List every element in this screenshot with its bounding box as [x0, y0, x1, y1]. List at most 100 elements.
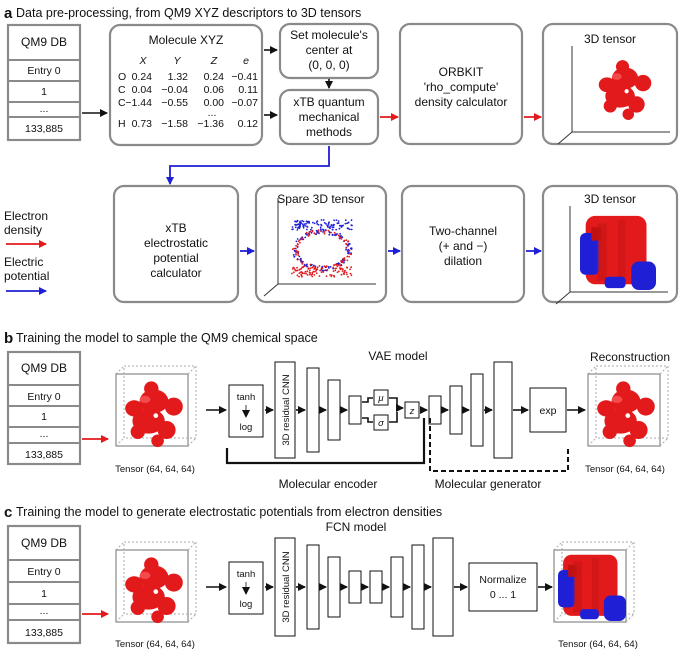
x-cell: −1.44 — [125, 97, 152, 109]
box-line: electrostatic — [144, 236, 208, 250]
reconstruction-tensor: Tensor (64, 64, 64) — [585, 365, 669, 475]
fcn-layer — [348, 570, 362, 604]
sparse-tensor-box: Spare 3D tensor — [254, 184, 388, 304]
z-cell: 0.00 — [204, 97, 225, 109]
sigma-label: σ — [378, 418, 385, 429]
encoder-label: Molecular encoder — [279, 477, 378, 491]
fcn-layer — [369, 570, 383, 604]
db-entry: 1 — [41, 86, 47, 98]
panel-c-title: Training the model to generate electrost… — [16, 505, 442, 519]
orbkit-box: ORBKIT 'rho_compute' density calculator — [398, 22, 524, 146]
tensor-caption: Tensor (64, 64, 64) — [115, 464, 195, 475]
box-line: xTB quantum — [293, 95, 364, 109]
vae-decoder-layers — [428, 361, 513, 459]
atom-cell: C — [118, 84, 126, 96]
legend-density-label: Electron — [4, 209, 48, 223]
panel-a-db: QM9 DB Entry 0 1 ... 133,885 — [6, 23, 82, 142]
tensor-caption: Tensor (64, 64, 64) — [585, 464, 665, 475]
box-line: Two-channel — [429, 224, 497, 238]
box-line: ORBKIT — [439, 65, 484, 79]
fcn-layer — [411, 544, 425, 630]
db-entry: ... — [40, 605, 49, 617]
legend-potential-label: Electric — [4, 255, 43, 269]
db-title: QM9 DB — [21, 35, 67, 49]
db-entry: Entry 0 — [27, 391, 60, 403]
decoder-layer — [493, 361, 513, 459]
tensor-title: 3D tensor — [584, 32, 636, 46]
tanh-log-box-c: tanh log — [228, 561, 264, 615]
y-cell: −0.55 — [161, 97, 188, 109]
col-header: Y — [173, 55, 181, 67]
db-entry: 1 — [41, 411, 47, 423]
box-line: xTB — [165, 221, 186, 235]
fcn-layer — [390, 556, 404, 618]
molecule-xyz-box: Molecule XYZ X Y Z e O 0.24 1.32 0.24 −0… — [108, 23, 264, 147]
db-entry: ... — [40, 103, 49, 115]
fcn-layer — [327, 556, 341, 618]
log-label: log — [240, 422, 253, 433]
db-title: QM9 DB — [21, 536, 67, 550]
panel-a-letter: a — [4, 5, 13, 22]
x-cell: 0.24 — [132, 71, 153, 83]
cnn-block-c: 3D residual CNN — [274, 537, 296, 637]
db-title: QM9 DB — [21, 361, 67, 375]
cnn-block-b: 3D residual CNN — [274, 361, 296, 459]
center-molecule-box: Set molecule's center at (0, 0, 0) — [278, 22, 380, 80]
tensor-caption: Tensor (64, 64, 64) — [115, 639, 195, 650]
normalize-range: 0 ... 1 — [490, 589, 516, 601]
legend-potential-label: potential — [4, 269, 49, 283]
esp-calculator-box: xTB electrostatic potential calculator — [112, 184, 240, 304]
e-cell: 0.11 — [238, 84, 258, 96]
log-label: log — [240, 599, 253, 610]
reconstruction-title: Reconstruction — [590, 350, 670, 364]
tanh-label: tanh — [237, 569, 256, 580]
db-entry: Entry 0 — [27, 566, 60, 578]
box-line: potential — [153, 251, 198, 265]
vae-encoder-layers — [306, 367, 362, 453]
y-cell: 1.32 — [168, 71, 189, 83]
fcn-layer — [306, 544, 320, 630]
box-line: 'rho_compute' — [424, 80, 499, 94]
xtb-methods-box: xTB quantum mechanical methods — [278, 88, 380, 146]
db-entry: Entry 0 — [27, 65, 60, 77]
col-header: X — [138, 55, 147, 67]
dilation-box: Two-channel (+ and −) dilation — [400, 184, 526, 304]
normalize-label: Normalize — [479, 574, 526, 586]
box-line: density calculator — [415, 95, 508, 109]
box-line: (0, 0, 0) — [308, 58, 349, 72]
panel-b-letter: b — [4, 330, 13, 347]
box-line: mechanical — [299, 110, 360, 124]
sparse-title: Spare 3D tensor — [277, 192, 364, 206]
panel-a-title: Data pre-processing, from QM9 XYZ descri… — [16, 6, 361, 20]
db-entry: 133,885 — [25, 627, 63, 639]
sigma-box: σ — [373, 414, 389, 431]
tanh-label: tanh — [237, 392, 256, 403]
tensor-caption: Tensor (64, 64, 64) — [558, 639, 638, 650]
box-line: methods — [306, 125, 352, 139]
fcn-layer — [432, 537, 454, 637]
exp-label: exp — [540, 405, 557, 417]
box-line: (+ and −) — [439, 239, 488, 253]
input-tensor-b: Tensor (64, 64, 64) — [115, 365, 197, 475]
x-cell: 0.73 — [132, 118, 153, 130]
decoder-layer — [449, 385, 463, 435]
molecule-title: Molecule XYZ — [149, 33, 224, 47]
legend: Electron density Electric potential — [4, 209, 49, 295]
output-tensor-c: Tensor (64, 64, 64) — [553, 541, 638, 650]
z-cell: 0.24 — [204, 71, 225, 83]
box-line: center at — [306, 43, 353, 57]
mu-label: μ — [377, 393, 384, 404]
cnn-label: 3D residual CNN — [281, 551, 292, 622]
atom-cell: H — [118, 118, 126, 130]
atom-cell: C — [118, 97, 126, 109]
fcn-title: FCN model — [326, 520, 387, 534]
atom-cell: O — [118, 71, 126, 83]
db-entry: 133,885 — [25, 449, 63, 461]
tanh-log-box-b: tanh log — [228, 384, 264, 438]
db-entry: ... — [40, 428, 49, 440]
encoder-layer — [306, 367, 320, 453]
panel-b-db: QM9 DB Entry 0 1 ... 133,885 — [6, 350, 82, 466]
fcn-layers — [306, 537, 454, 637]
z-label: z — [409, 406, 415, 417]
